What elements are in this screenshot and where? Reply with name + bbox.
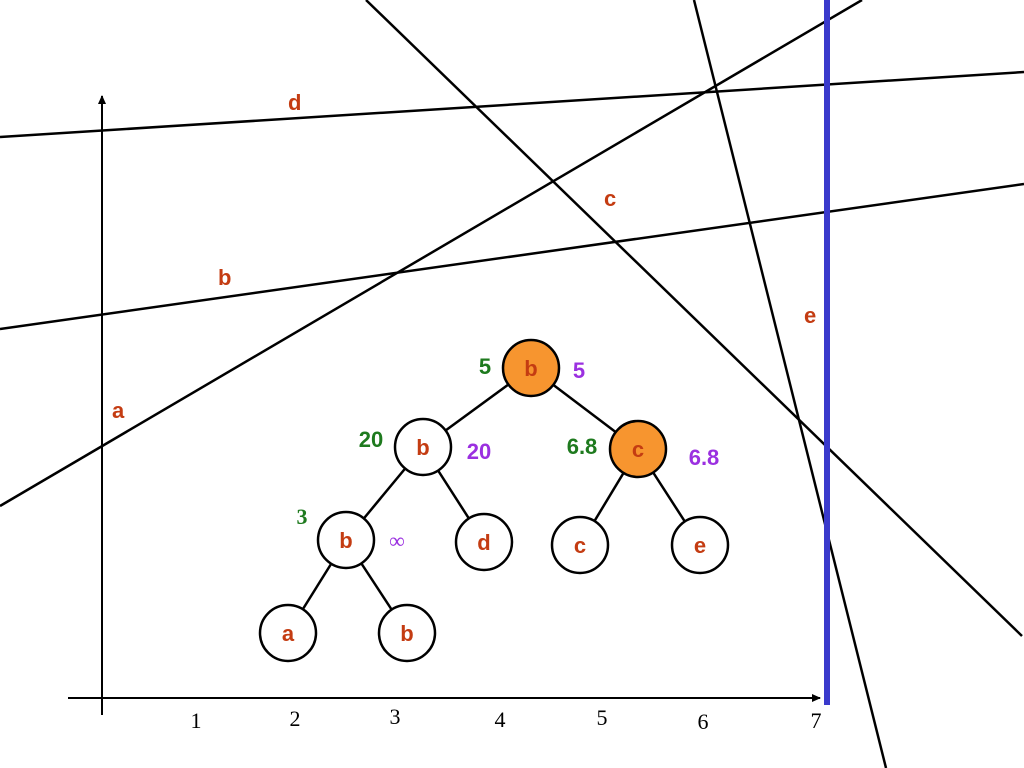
line-label-d: d	[288, 90, 301, 115]
tree-node-ll: b	[316, 510, 376, 570]
line-a	[0, 0, 863, 508]
node-label: b	[400, 621, 413, 646]
line-labels: a b c d e	[112, 90, 816, 423]
tree-node-l: b	[393, 417, 453, 477]
tree-node-r: c	[608, 419, 668, 479]
tick-label: 5	[597, 705, 608, 730]
line-label-b: b	[218, 265, 231, 290]
node-label: a	[282, 621, 295, 646]
tick-label: 4	[495, 707, 506, 732]
tree-node-root: b	[501, 338, 561, 398]
node-label: b	[416, 435, 429, 460]
node-circle	[454, 512, 514, 572]
node-value-left: 3	[297, 504, 308, 529]
tick-label: 2	[290, 706, 301, 731]
node-circle	[501, 338, 561, 398]
node-circle	[258, 603, 318, 663]
node-circle	[316, 510, 376, 570]
line-label-c: c	[604, 186, 616, 211]
tree-node-lr: d	[454, 512, 514, 572]
tree-edges	[286, 366, 702, 634]
node-value-right: ∞	[389, 528, 405, 553]
node-label: b	[524, 356, 537, 381]
tick-label: 3	[390, 704, 401, 729]
line-d	[0, 70, 1024, 139]
line-e	[692, 0, 888, 768]
node-circle	[608, 419, 668, 479]
line-b	[0, 182, 1024, 331]
node-label: b	[339, 528, 352, 553]
node-value-left: 5	[479, 354, 491, 379]
node-value-right: 6.8	[689, 445, 720, 470]
node-value-left: 6.8	[567, 434, 598, 459]
coordinate-axes	[68, 95, 821, 715]
node-label: e	[694, 533, 706, 558]
node-label: c	[632, 437, 644, 462]
axis-ticks: 1 2 3 4 5 6 7	[191, 704, 822, 734]
node-circle	[377, 603, 437, 663]
tick-label: 6	[698, 709, 709, 734]
node-circle	[670, 515, 730, 575]
node-label: c	[574, 533, 586, 558]
tree-node-rr: e	[670, 515, 730, 575]
node-circle	[550, 515, 610, 575]
line-label-e: e	[804, 303, 816, 328]
tree-node-lll: a	[258, 603, 318, 663]
node-value-right: 5	[573, 358, 585, 383]
line-label-a: a	[112, 398, 125, 423]
node-value-right: 20	[467, 439, 491, 464]
tree-node-rl: c	[550, 515, 610, 575]
node-circle	[393, 417, 453, 477]
certificate-values: 5 5 20 20 6.8 6.8 3 ∞	[297, 354, 720, 553]
tree-node-llr: b	[377, 603, 437, 663]
tick-label: 1	[191, 708, 202, 733]
tree-nodes: b b c b d c e a	[258, 338, 730, 663]
node-value-left: 20	[359, 427, 383, 452]
node-label: d	[477, 530, 490, 555]
tick-label: 7	[811, 708, 822, 733]
